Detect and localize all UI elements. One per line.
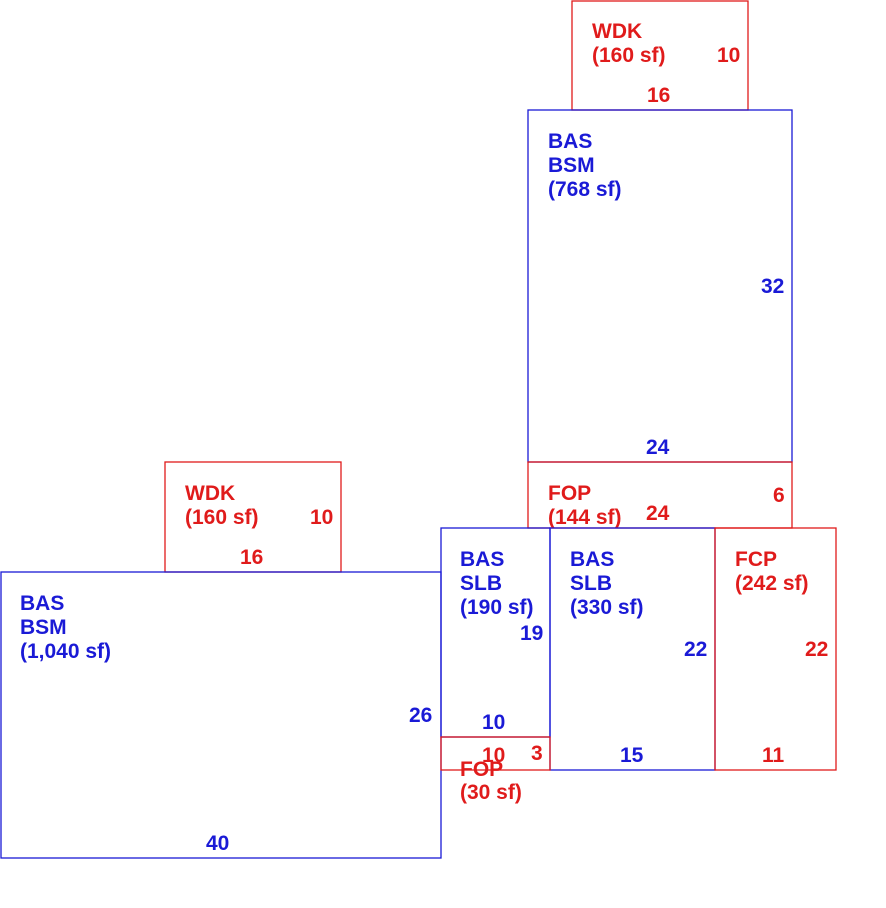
bas-slb-190-code1: BAS bbox=[460, 548, 504, 571]
fop-small-code: FOP bbox=[460, 758, 503, 781]
bas-bsm-left-size: (1,040 sf) bbox=[20, 640, 111, 663]
wdk-top-size: (160 sf) bbox=[592, 44, 666, 67]
fop-mid-dim-bottom: 24 bbox=[646, 502, 670, 525]
bas-bsm-left-code2: BSM bbox=[20, 616, 67, 639]
fop-small-size: (30 sf) bbox=[460, 781, 522, 804]
bas-slb-190-dim-right: 19 bbox=[520, 622, 543, 645]
area-wdk-top: WDK (160 sf) 10 16 bbox=[571, 0, 749, 111]
fop-small-dim-bottom: 10 bbox=[482, 744, 505, 767]
fcp-dim-right: 22 bbox=[805, 638, 828, 661]
wdk-left-dim-bottom: 16 bbox=[240, 546, 263, 569]
wdk-left-code: WDK bbox=[185, 482, 235, 505]
bas-slb-190-dim-bottom: 10 bbox=[482, 711, 505, 734]
bas-bsm-top-dim-bottom: 24 bbox=[646, 436, 670, 459]
area-bas-bsm-left: BAS BSM (1,040 sf) 26 40 bbox=[0, 571, 442, 859]
area-bas-slb-190: BAS SLB (190 sf) 19 10 bbox=[440, 527, 551, 738]
bas-bsm-left-outline bbox=[0, 571, 442, 859]
fcp-outline bbox=[714, 527, 837, 771]
bas-bsm-left-dim-right: 26 bbox=[409, 704, 432, 727]
area-fop-mid: FOP (144 sf) 6 24 bbox=[527, 461, 793, 529]
wdk-left-size: (160 sf) bbox=[185, 506, 259, 529]
fop-mid-dim-right: 6 bbox=[773, 484, 785, 507]
wdk-top-dim-right: 10 bbox=[717, 44, 740, 67]
bas-slb-330-size: (330 sf) bbox=[570, 596, 644, 619]
bas-slb-330-code2: SLB bbox=[570, 572, 612, 595]
bas-slb-190-code2: SLB bbox=[460, 572, 502, 595]
bas-bsm-top-size: (768 sf) bbox=[548, 178, 622, 201]
fop-mid-size: (144 sf) bbox=[548, 506, 622, 529]
bas-bsm-left-dim-bottom: 40 bbox=[206, 832, 229, 855]
area-fop-small: 10 3 FOP (30 sf) bbox=[440, 736, 551, 804]
bas-bsm-top-code2: BSM bbox=[548, 154, 595, 177]
bas-bsm-left-code1: BAS bbox=[20, 592, 64, 615]
bas-slb-190-size: (190 sf) bbox=[460, 596, 534, 619]
bas-slb-330-dim-bottom: 15 bbox=[620, 744, 644, 767]
fop-small-outline bbox=[440, 736, 551, 771]
bas-slb-330-code1: BAS bbox=[570, 548, 614, 571]
area-fcp: FCP (242 sf) 22 11 bbox=[714, 527, 837, 771]
area-wdk-left: WDK (160 sf) 10 16 bbox=[164, 461, 342, 573]
area-bas-bsm-top: BAS BSM (768 sf) 32 24 bbox=[527, 109, 793, 463]
wdk-top-code: WDK bbox=[592, 20, 642, 43]
fcp-code: FCP bbox=[735, 548, 777, 571]
area-bas-slb-330: BAS SLB (330 sf) 22 15 bbox=[549, 527, 716, 771]
bas-slb-330-dim-right: 22 bbox=[684, 638, 707, 661]
wdk-top-dim-bottom: 16 bbox=[647, 84, 670, 107]
fop-mid-code: FOP bbox=[548, 482, 591, 505]
bas-bsm-top-dim-right: 32 bbox=[761, 275, 784, 298]
wdk-left-dim-right: 10 bbox=[310, 506, 333, 529]
fcp-dim-bottom: 11 bbox=[762, 744, 785, 767]
fop-small-dim-right: 3 bbox=[531, 742, 543, 765]
fcp-size: (242 sf) bbox=[735, 572, 809, 595]
bas-bsm-top-code1: BAS bbox=[548, 130, 592, 153]
